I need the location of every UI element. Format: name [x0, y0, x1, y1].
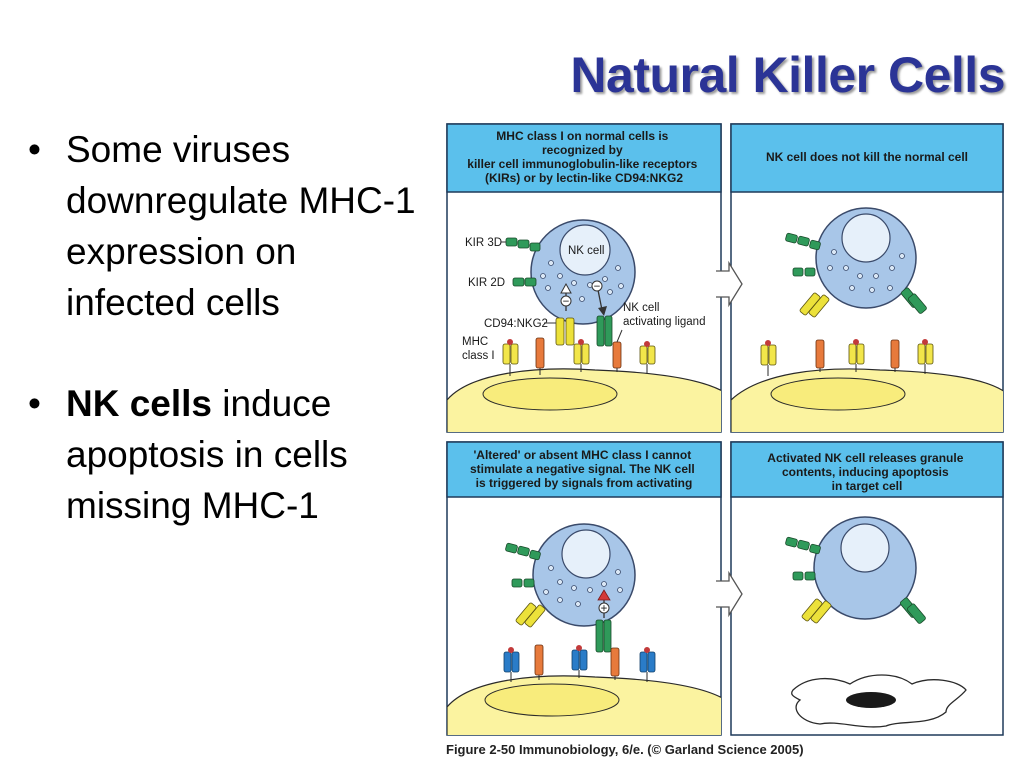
label-nk-cell: NK cell — [568, 245, 604, 257]
panel-3-caption: 'Altered' or absent MHC class I cannot s… — [470, 448, 698, 490]
nk-nucleus — [841, 213, 891, 263]
panel-4-caption: Activated NK cell releases granule conte… — [767, 451, 966, 493]
bullet-text: NK cells induce apoptosis in cells missi… — [66, 378, 433, 531]
bullet-dot: • — [28, 383, 41, 424]
condensed-nucleus — [846, 692, 896, 708]
panel-3-scene: + — [447, 523, 721, 735]
target-nucleus — [770, 377, 906, 411]
positive-signal-icon — [598, 602, 610, 614]
label-activating-ligand: NK cell activating ligand — [623, 302, 705, 328]
bullet-emphasis: NK cells — [66, 383, 213, 424]
target-nucleus — [482, 377, 618, 411]
label-cd94-nkg2: CD94:NKG2 — [484, 318, 548, 330]
figure-caption: Figure 2-50 Immunobiology, 6/e. (© Garla… — [446, 742, 804, 757]
bullet-item: • NK cells induce apoptosis in cells mis… — [28, 378, 433, 531]
kir2d-receptor — [512, 277, 537, 287]
kir3d-receptor — [505, 237, 541, 252]
nk-nucleus — [561, 529, 611, 579]
granules — [540, 260, 624, 302]
negative-signal-icon — [560, 295, 572, 307]
label-kir3d: KIR 3D — [465, 237, 502, 249]
nk-nucleus — [559, 224, 611, 276]
label-kir2d: KIR 2D — [468, 277, 505, 289]
panel-3-header — [446, 441, 722, 498]
cd94-nkg2-receptor — [555, 317, 575, 346]
svg-text:−: − — [594, 281, 601, 293]
granules — [827, 249, 905, 293]
altered-mhc — [503, 649, 656, 673]
plus-sign: + — [601, 603, 608, 615]
panel-1-caption: MHC class I on normal cells is recognize… — [467, 129, 700, 185]
bullet-dot: • — [28, 129, 41, 170]
panel-2-header — [730, 123, 1004, 193]
slide-title: Natural Killer Cells — [570, 47, 1005, 103]
bullet-rest: induce apoptosis in cells missing MHC-1 — [66, 383, 348, 526]
minus-sign: − — [563, 296, 570, 308]
bullet-item: • Some viruses downregulate MHC-1 expres… — [28, 124, 433, 328]
target-nucleus — [484, 683, 620, 717]
arrow-right-icon — [716, 570, 743, 618]
panel-4-scene — [785, 516, 967, 728]
activating-receptor — [596, 315, 613, 347]
arrow-right-icon — [716, 260, 743, 308]
activating-ligand — [535, 337, 622, 369]
panel-1-header — [446, 123, 722, 193]
panel-2-scene — [731, 207, 1003, 432]
panel-2-caption: NK cell does not kill the normal cell — [766, 150, 968, 164]
granules — [543, 565, 623, 607]
bullet-text: Some viruses downregulate MHC-1 expressi… — [66, 129, 416, 323]
label-mhc-class-i: MHC class I — [462, 336, 495, 362]
mhc-class-i — [502, 343, 656, 365]
nk-nucleus — [840, 523, 890, 573]
peptide — [507, 339, 650, 347]
activating-signal-icon — [597, 589, 611, 601]
panel-4-header — [730, 441, 1004, 498]
bullet-list: • Some viruses downregulate MHC-1 expres… — [28, 124, 433, 531]
panel-1-scene: − − KIR 3D KIR 2D NK cell CD94:NKG2 MHC … — [447, 219, 721, 432]
